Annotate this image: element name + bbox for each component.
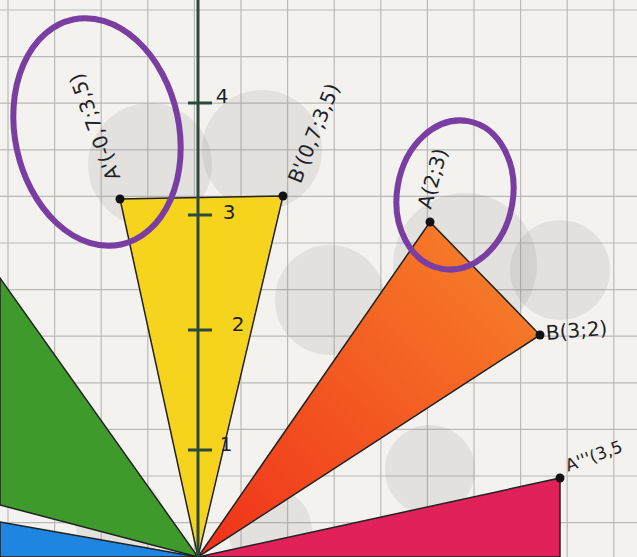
axis-number: 1: [220, 432, 233, 456]
shadow-shapes: [75, 90, 610, 557]
orange-triangle: [198, 222, 540, 557]
y-axis: [197, 0, 200, 557]
point-label: A'''(3,5: [563, 436, 626, 475]
vertex-dots: [116, 192, 565, 483]
point-label: B(3;2): [545, 316, 608, 345]
blue-triangle: [0, 522, 198, 557]
highlight-ellipse: [0, 2, 201, 261]
axis-number: 2: [232, 312, 245, 336]
axis-number: 4: [216, 84, 229, 108]
highlight-ellipse: [385, 111, 525, 279]
axis-ticks: [188, 103, 212, 450]
axis-number: 3: [223, 200, 236, 224]
